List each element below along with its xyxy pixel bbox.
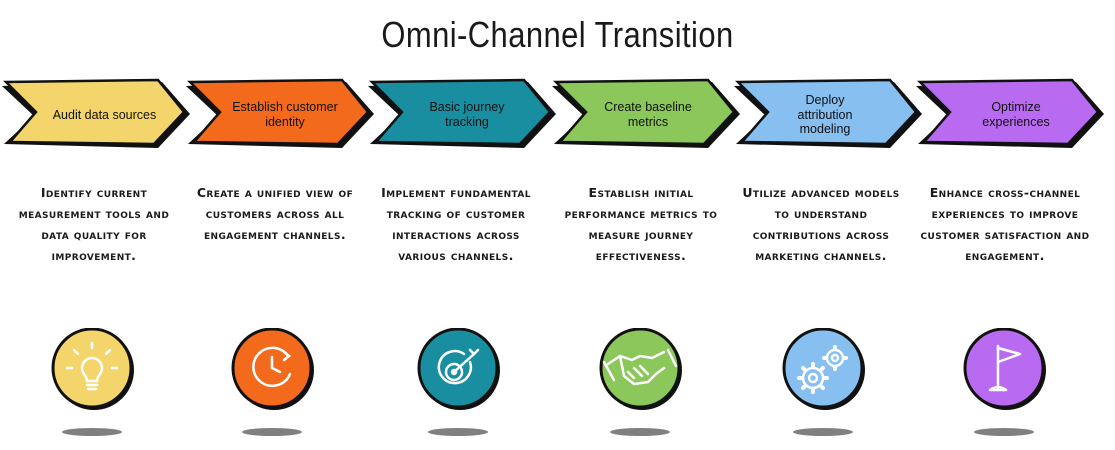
step-3-description: Implement fundamental tracking of custom… xyxy=(381,185,531,263)
arrow-step-5 xyxy=(734,78,922,148)
step-1-label: Audit data sources xyxy=(52,107,157,122)
step-5-label: Deploy attribution modeling xyxy=(797,92,853,137)
process-arrows xyxy=(2,78,1104,148)
gears-icon xyxy=(773,328,873,440)
clock-icon xyxy=(222,328,322,440)
step-2-label: Establish customer identity xyxy=(232,100,338,129)
handshake-icon xyxy=(590,328,690,440)
lightbulb-icon xyxy=(42,328,142,440)
target-icon xyxy=(408,328,508,440)
arrow-step-3 xyxy=(368,78,556,148)
arrow-step-2 xyxy=(186,78,374,148)
arrow-step-6 xyxy=(916,78,1104,148)
step-6-label: Optimize experiences xyxy=(982,100,1050,129)
step-5-description: Utilize advanced models to understand co… xyxy=(742,185,900,263)
step-2-description: Create a unified view of customers acros… xyxy=(196,185,354,242)
step-4-label: Create baseline metrics xyxy=(604,100,692,129)
arrow-step-1 xyxy=(2,78,190,148)
step-4-description: Establish initial performance metrics to… xyxy=(564,185,718,263)
flag-icon xyxy=(954,328,1054,440)
step-1-description: Identify current measurement tools and d… xyxy=(18,185,170,263)
arrow-step-4 xyxy=(552,78,740,148)
step-6-description: Enhance cross-channel experiences to imp… xyxy=(920,185,1090,263)
step-3-label: Basic journey tracking xyxy=(429,100,505,129)
page-title: Omni-Channel Transition xyxy=(381,14,734,55)
